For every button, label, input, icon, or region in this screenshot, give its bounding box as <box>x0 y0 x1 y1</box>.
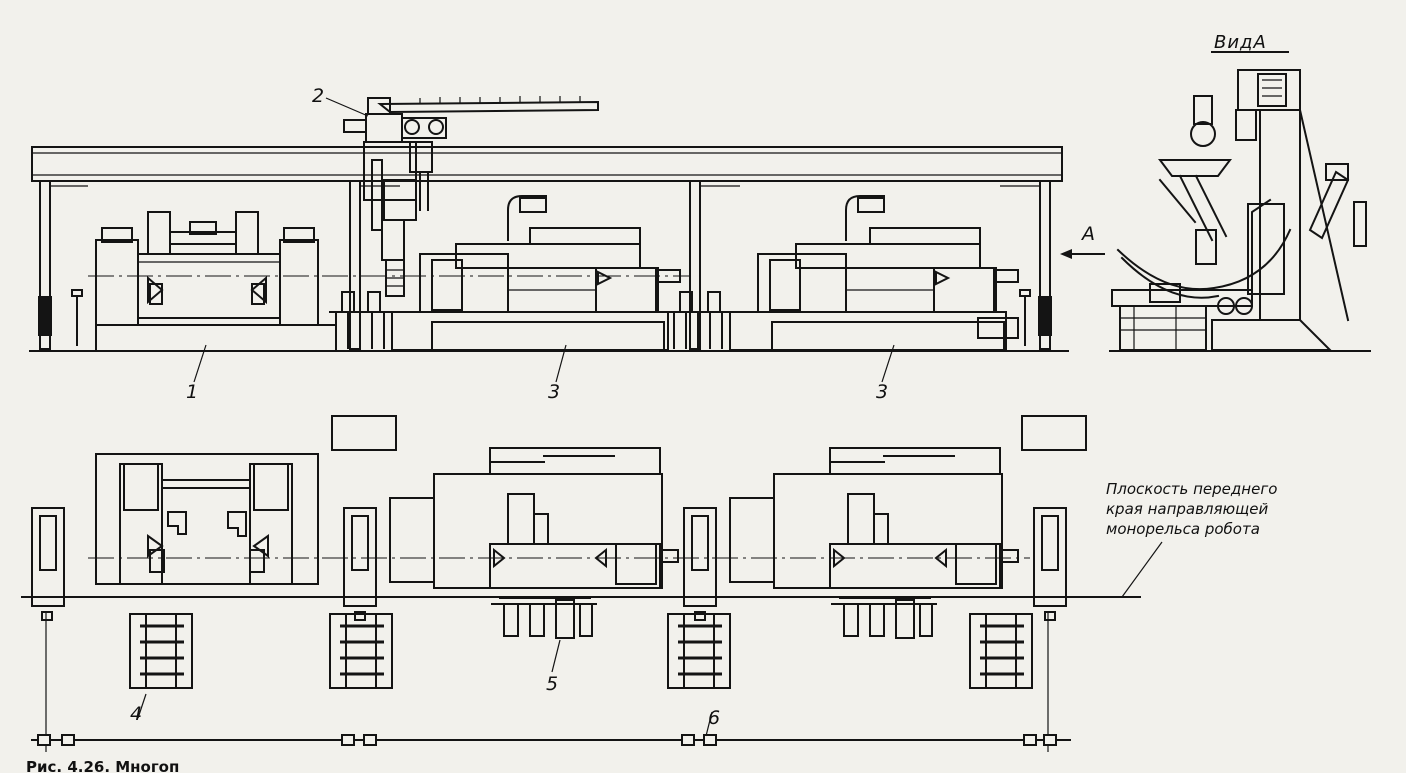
chuck-left <box>147 275 164 305</box>
view-a-arrow <box>1060 249 1105 259</box>
robot-2-elevation <box>343 96 599 297</box>
note-line-3: монорельса робота <box>1106 520 1260 538</box>
label-1: 1 <box>186 381 198 403</box>
label-4: 4 <box>130 703 142 725</box>
label-2: 2 <box>312 85 324 107</box>
label-3-left: 3 <box>548 381 560 403</box>
machine-1-plan <box>95 453 319 585</box>
plan-view <box>21 415 1163 752</box>
magazines-plan <box>129 613 1033 689</box>
loaders-plan <box>491 597 937 639</box>
label-5: 5 <box>546 673 558 695</box>
control-cabinet-right <box>1021 415 1087 451</box>
machine-3a-plan <box>389 447 679 589</box>
elevation-view <box>29 96 1105 383</box>
note-line-1: Плоскость переднего <box>1106 480 1277 498</box>
label-6: 6 <box>708 707 720 729</box>
text-layer: 2 1 3 3 4 5 6 A ВидА Плоскость переднего… <box>26 32 1277 773</box>
note-line-2: края направляющей <box>1106 500 1269 518</box>
gantry-columns <box>38 180 1052 350</box>
machine-3b-plan <box>729 447 1019 589</box>
stations-elevation <box>329 289 1031 349</box>
control-cabinet-left <box>331 415 397 451</box>
leader-lines <box>193 97 895 383</box>
view-a-title: ВидА <box>1214 32 1267 53</box>
machine-3b-elevation <box>729 195 1019 351</box>
machine-3a-elevation <box>391 195 681 351</box>
machine-1-elevation <box>71 211 337 352</box>
gantry-beam <box>31 146 1063 182</box>
chuck-right <box>250 275 267 305</box>
floor-rail-plan <box>31 612 1071 752</box>
view-a <box>1109 51 1371 352</box>
label-3-right: 3 <box>876 381 888 403</box>
figure-caption: Рис. 4.26. Многоп <box>26 758 179 773</box>
column-footings-plan <box>31 507 1067 621</box>
label-arrow-a: A <box>1080 223 1095 245</box>
